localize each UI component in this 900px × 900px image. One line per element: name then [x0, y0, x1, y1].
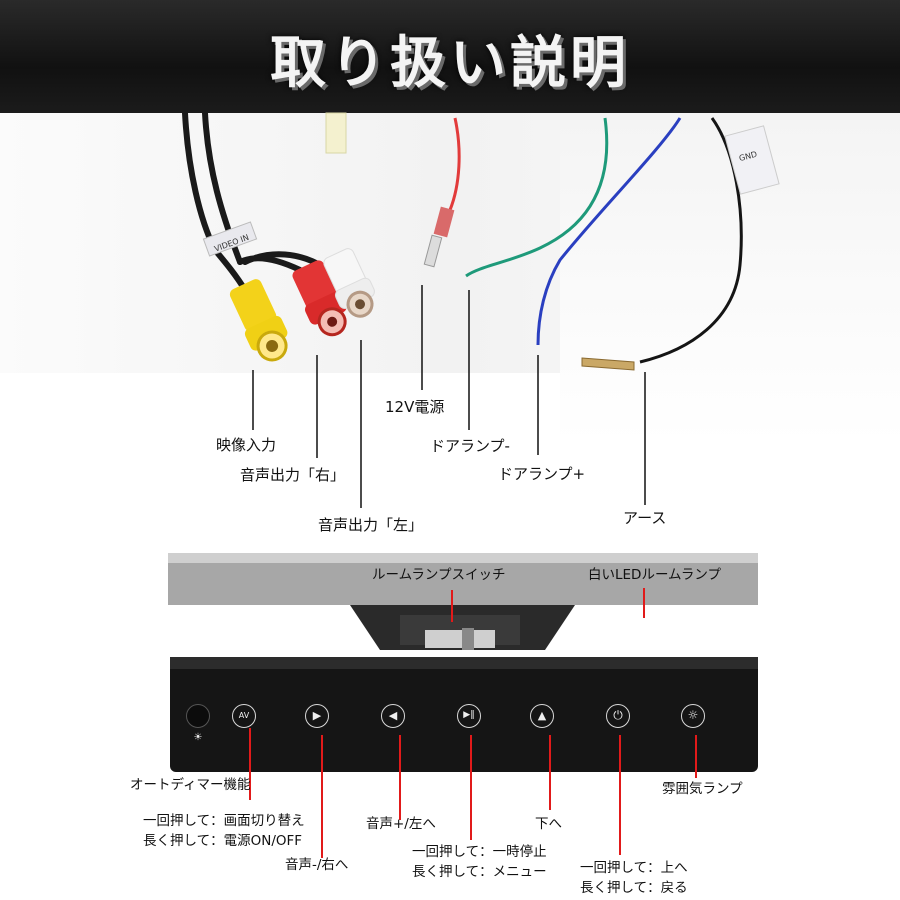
label-ground: アース: [623, 509, 667, 527]
power-back-icon[interactable]: ⏻: [606, 704, 630, 728]
label-12v-power: 12V電源: [385, 398, 445, 416]
label-ambient: 雰囲気ランプ: [662, 781, 743, 797]
play-icon[interactable]: ▶: [305, 704, 329, 728]
sun-icon: ☀: [193, 732, 203, 743]
gnd-tag: [724, 125, 780, 195]
device-leader-lines: [249, 588, 697, 858]
ceiling-monitor: [168, 553, 758, 772]
connector-housing: [325, 112, 347, 154]
ambient-light-icon[interactable]: ☼: [681, 704, 705, 728]
label-mode-line2: 長く押して：電源ON/OFF: [143, 833, 303, 849]
label-audio-left: 音声出力「左」: [318, 516, 424, 534]
photo-backdrop: [560, 113, 900, 443]
door-lamp-minus-wire: [465, 117, 609, 278]
label-room-lamp-switch: ルームランプスイッチ: [372, 567, 506, 583]
label-auto-dimmer: オートディマー機能: [130, 777, 251, 793]
header-bar: 取り扱い説明: [0, 0, 900, 113]
label-mode-line1: 一回押して：画面切り替え: [143, 813, 305, 829]
power-wire: [448, 117, 461, 211]
label-white-led-lamp: 白いLEDルームランプ: [588, 567, 721, 583]
play-pause-icon[interactable]: ▶‖: [457, 704, 481, 728]
label-video-in: 映像入力: [216, 436, 277, 454]
page-title: 取り扱い説明: [270, 31, 630, 96]
left-arrow-icon[interactable]: ◀: [381, 704, 405, 728]
wire-leader-lines: [252, 285, 646, 508]
door-lamp-plus-wire: [536, 117, 682, 346]
label-door-lamp-minus: ドアランプ-: [430, 437, 510, 455]
label-vol-minus: 音声-/右へ: [285, 857, 349, 873]
ground-wire: [639, 117, 743, 364]
up-arrow-icon[interactable]: ▲: [530, 704, 554, 728]
label-audio-right: 音声出力「右」: [240, 466, 346, 484]
label-pause-line2: 長く押して：メニュー: [412, 864, 547, 880]
rca-red: [292, 260, 347, 337]
auto-dimmer-sensor-icon: [186, 704, 210, 728]
label-up-line1: 一回押して：上へ: [580, 860, 688, 876]
av-mode-icon[interactable]: AV: [232, 704, 256, 728]
ground-terminal: [581, 357, 635, 371]
video-tag: [202, 221, 258, 257]
label-down: 下へ: [535, 816, 562, 832]
label-vol-plus: 音声+/左へ: [366, 816, 436, 832]
label-pause-line1: 一回押して：一時停止: [412, 844, 547, 860]
label-door-lamp-plus: ドアランプ+: [498, 465, 586, 483]
rca-white: [323, 248, 375, 318]
av-cable-bundle: [182, 110, 328, 293]
rca-yellow: [229, 279, 288, 362]
power-terminal: [433, 206, 455, 238]
label-up-line2: 長く押して：戻る: [580, 880, 688, 896]
